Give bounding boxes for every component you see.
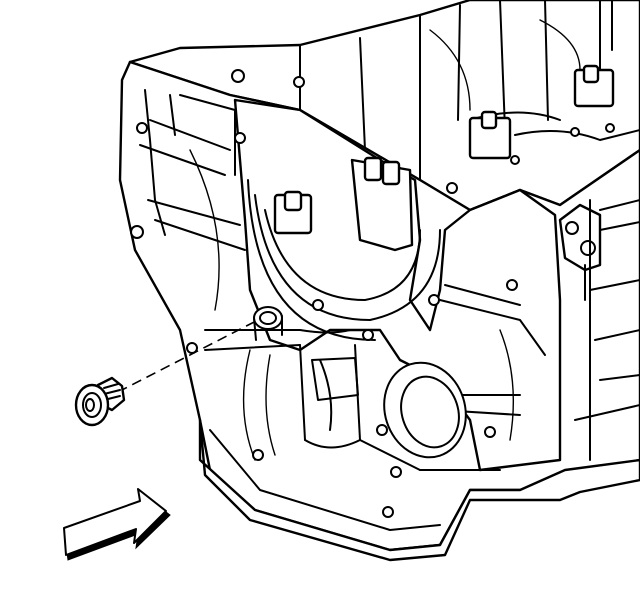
engine-block-icon <box>118 0 640 562</box>
install-path-line <box>117 319 259 393</box>
oil-gallery-plug-icon <box>74 376 126 427</box>
direction-arrow-icon <box>63 488 171 561</box>
